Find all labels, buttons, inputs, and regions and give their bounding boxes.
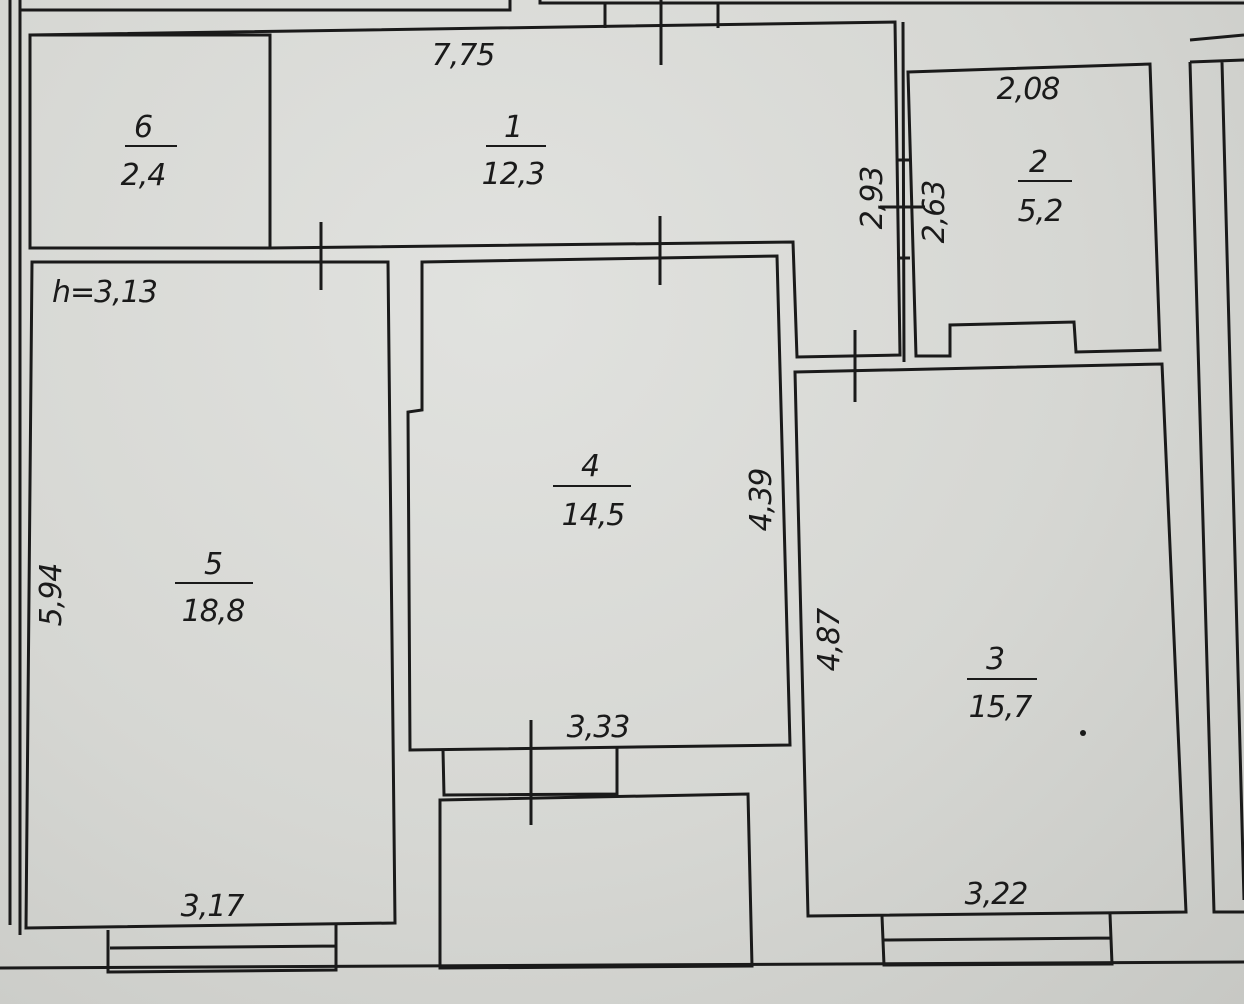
dim-room2-width: 2,08: [996, 72, 1061, 107]
room-1-number: 1: [503, 110, 523, 145]
room-2-area: 5,2: [1017, 194, 1064, 229]
room-4-fraction-line: [553, 485, 631, 487]
room-3-area: 15,7: [968, 690, 1033, 725]
dim-room3-width: 3,22: [964, 877, 1029, 912]
room-4-area: 14,5: [561, 498, 626, 533]
dim-room3-height: 4,87: [812, 608, 847, 672]
room-6-area: 2,4: [120, 158, 167, 193]
room-5-outline: [24, 260, 397, 930]
ceiling-height: h=3,13: [52, 275, 158, 310]
corridor-divider: [897, 21, 910, 363]
room-3-number: 3: [985, 642, 1005, 677]
room-6-number: 6: [133, 110, 153, 145]
outer-wall-right: [1188, 58, 1244, 914]
room-1-outline: [29, 20, 902, 359]
dim-corridor-left: 2,93: [855, 166, 890, 230]
dim-room4-width: 3,33: [566, 710, 631, 745]
dim-room4-height: 4,39: [744, 468, 779, 532]
room-6-fraction-line: [125, 145, 177, 147]
outer-wall-left: [8, 0, 22, 935]
room-5-fraction-line: [175, 582, 253, 584]
room-1-area: 12,3: [481, 157, 546, 192]
room-4-outline: [406, 254, 792, 752]
outer-wall-top: [20, 0, 1244, 42]
room-1-fraction-line: [486, 145, 546, 147]
room-2-outline: [906, 62, 1162, 358]
dot-mark: [1080, 730, 1086, 736]
dim-room2-height: 2,63: [917, 180, 952, 244]
dim-room1-width: 7,75: [431, 38, 496, 73]
dim-room5-height: 5,94: [34, 563, 69, 627]
room-4-lower-block: [438, 748, 754, 970]
room-2-number: 2: [1028, 145, 1048, 180]
dim-room5-width: 3,17: [180, 889, 245, 924]
room-3-outline: [793, 362, 1188, 918]
room-5-number: 5: [203, 547, 223, 582]
room-5-balcony: [106, 925, 338, 974]
room-3-balcony: [880, 913, 1114, 967]
room-3-fraction-line: [967, 678, 1037, 680]
room-2-fraction-line: [1018, 180, 1072, 182]
ground-line: [0, 960, 1244, 970]
room-5-area: 18,8: [181, 594, 246, 629]
room-4-number: 4: [580, 449, 600, 484]
